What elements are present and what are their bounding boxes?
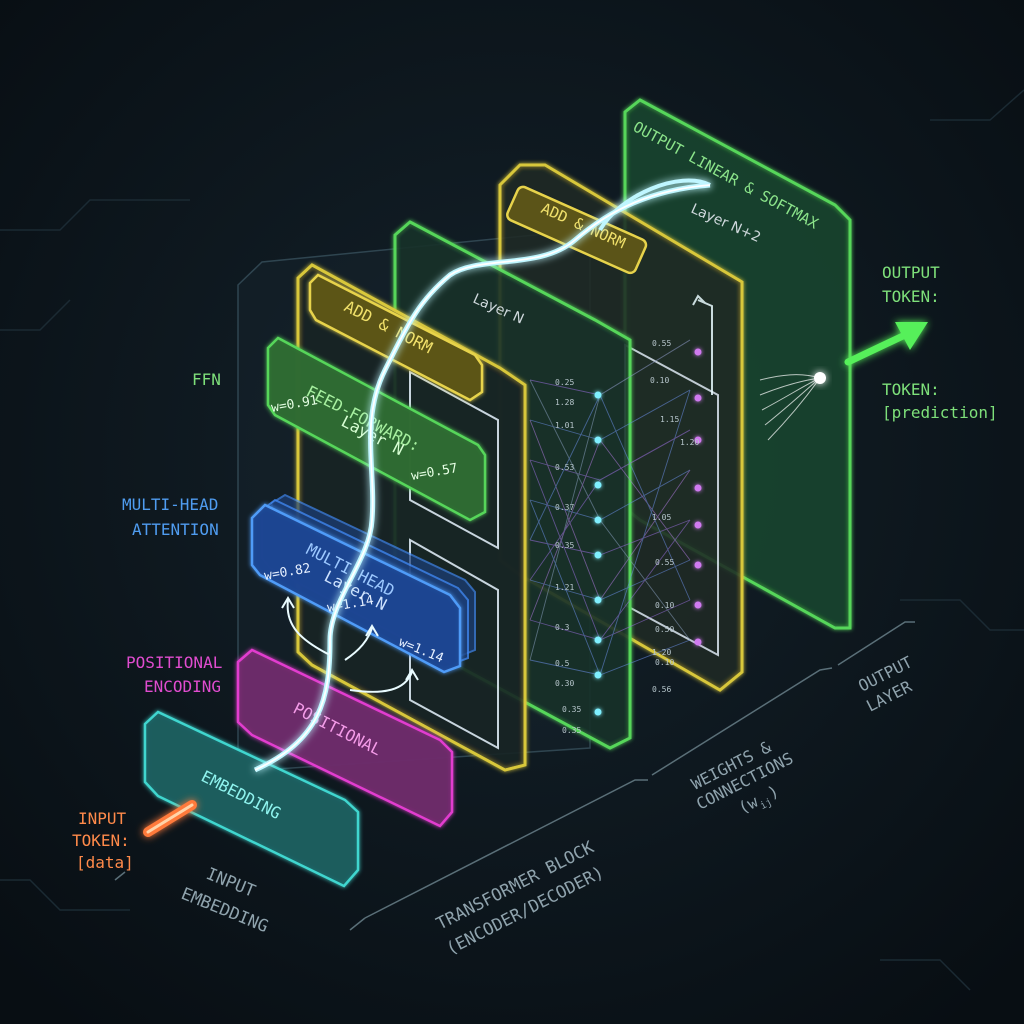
side-label-ffn: FFN	[192, 370, 221, 389]
multi-head-stack: MULTI-HEAD Layer N w=0.82 w=1.14 w=1.14	[250, 493, 476, 674]
arrow-head	[281, 596, 295, 609]
multi-head-box	[250, 503, 462, 674]
arrow	[349, 671, 413, 693]
node-value: 0.10	[655, 601, 674, 610]
node	[594, 391, 602, 399]
node	[594, 481, 602, 489]
node-value: 0.55	[655, 558, 674, 567]
side-label-pos-2: ENCODING	[144, 677, 221, 696]
node-value: 0.37	[555, 503, 574, 512]
node-value: 0.35	[562, 705, 581, 714]
arrow	[286, 599, 331, 656]
circuit-decoration	[0, 89, 1024, 991]
node-column-b	[694, 348, 702, 646]
node-column-a	[594, 391, 602, 716]
node-value: 1.21	[555, 583, 574, 592]
embedding-bar: EMBEDDING	[143, 710, 360, 888]
node	[694, 394, 702, 402]
arrow	[344, 627, 373, 661]
arrow-head	[365, 624, 379, 637]
node	[594, 436, 602, 444]
node	[594, 596, 602, 604]
node	[694, 638, 702, 646]
node	[694, 601, 702, 609]
node	[694, 484, 702, 492]
node-value: 0.35	[562, 726, 581, 735]
return-path	[692, 294, 713, 395]
node	[594, 671, 602, 679]
node-value: 0.35	[555, 541, 574, 550]
node-value: 0.10	[650, 376, 669, 385]
side-label-mha-1: MULTI-HEAD	[122, 495, 218, 514]
side-label-token-1: TOKEN:	[882, 380, 940, 399]
side-label-token-2: [prediction]	[882, 403, 998, 422]
input-token-beam	[143, 800, 197, 837]
node-value: 0.3	[555, 623, 570, 632]
node-values-a: 0.25 1.28 1.01 0.53 0.37 0.35 1.21 0.3 0…	[555, 378, 581, 735]
arrow-head	[405, 668, 419, 681]
node	[694, 348, 702, 356]
side-label-output-2: TOKEN:	[882, 287, 940, 306]
side-label-pos-1: POSITIONAL	[126, 653, 222, 672]
side-label-input-2: TOKEN:	[72, 831, 130, 850]
node-value: 1.20	[680, 438, 699, 447]
side-label-output-1: OUTPUT	[882, 263, 940, 282]
node-value: 1.28	[555, 398, 574, 407]
node-value: 0.50	[655, 625, 674, 634]
positional-bar: POSITIONAL	[236, 648, 454, 828]
node	[594, 551, 602, 559]
attention-arrows	[281, 596, 419, 693]
node-value: 1.01	[555, 421, 574, 430]
node-value: 0.5	[555, 659, 570, 668]
node-value: 1.05	[652, 513, 671, 522]
node	[694, 561, 702, 569]
node-value: 0.55	[652, 339, 671, 348]
node-value: 0.30	[555, 679, 574, 688]
node	[594, 708, 602, 716]
node-value: 0.10	[655, 658, 674, 667]
node-value: 0.56	[652, 685, 671, 694]
node	[594, 516, 602, 524]
section-dividers	[114, 621, 915, 931]
node	[694, 521, 702, 529]
output-arrow	[844, 322, 928, 366]
output-fan	[759, 372, 826, 441]
section-weights-sub: ij	[758, 797, 774, 812]
node	[594, 636, 602, 644]
data-flow-path	[253, 178, 711, 773]
node-value: 0.53	[555, 463, 574, 472]
node-value: 1.15	[660, 415, 679, 424]
node	[694, 436, 702, 444]
side-label-input-1: INPUT	[78, 809, 127, 828]
node-values-b: 0.55 0.10 1.15 1.20 1.05 0.55 0.10 0.50 …	[650, 339, 699, 694]
node-value: 0.25	[555, 378, 574, 387]
side-label-input-3: [data]	[76, 853, 134, 872]
side-label-mha-2: ATTENTION	[132, 520, 219, 539]
node-value: 1.20	[652, 648, 671, 657]
